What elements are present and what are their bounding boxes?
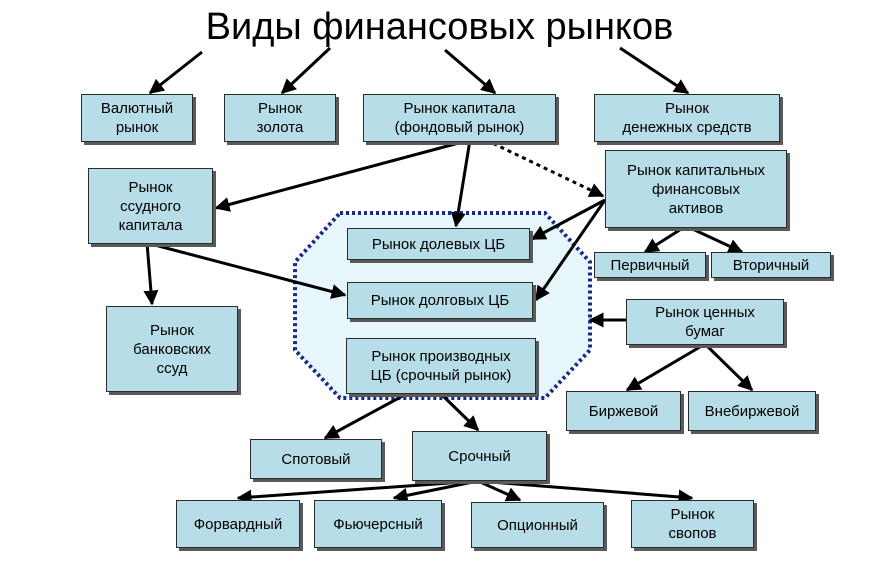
node-debt-securities: Рынок долговых ЦБ bbox=[347, 282, 533, 319]
arrow-assets-equity bbox=[530, 198, 606, 241]
node-bank-loans-market: Рынок банковских ссуд bbox=[106, 306, 238, 392]
arrow-title-money bbox=[619, 46, 690, 95]
arrow-derivatives-spot bbox=[323, 391, 409, 440]
arrow-assets-primary bbox=[643, 224, 687, 254]
arrow-fm-futures bbox=[392, 479, 479, 503]
arrow-derivatives-futures-market bbox=[438, 391, 480, 432]
node-derivatives-market: Рынок производных ЦБ (срочный рынок) bbox=[346, 338, 536, 394]
arrow-capital-loan bbox=[214, 138, 471, 212]
node-capital-market: Рынок капитала (фондовый рынок) bbox=[363, 94, 556, 142]
node-secondary-market: Вторичный bbox=[711, 252, 831, 278]
arrow-fm-forward bbox=[236, 479, 479, 505]
node-otc-market: Внебиржевой bbox=[688, 391, 816, 431]
arrow-title-capital bbox=[444, 48, 497, 95]
arrow-title-currency bbox=[148, 50, 203, 95]
arrow-loan-bank bbox=[143, 242, 159, 306]
arrow-securities-exchange bbox=[625, 342, 706, 392]
node-futures-market: Срочный bbox=[412, 431, 547, 481]
arrow-title-gold bbox=[280, 46, 332, 95]
arrow-loan-debt bbox=[146, 241, 347, 299]
node-equity-securities: Рынок долевых ЦБ bbox=[347, 228, 530, 260]
arrow-assets-secondary bbox=[685, 224, 744, 254]
node-capital-assets-market: Рынок капитальных финансовых активов bbox=[605, 150, 787, 228]
node-forward-market: Форвардный bbox=[176, 500, 300, 548]
arrow-fm-options bbox=[477, 479, 522, 502]
node-spot-market: Спотовый bbox=[250, 439, 382, 479]
arrow-capital-equity bbox=[450, 139, 472, 228]
node-primary-market: Первичный bbox=[594, 252, 706, 278]
arrow-capital-assets bbox=[485, 138, 605, 198]
diagram-title: Виды финансовых рынков bbox=[205, 6, 674, 48]
node-gold-market: Рынок золота bbox=[224, 94, 336, 142]
node-exchange-market: Биржевой bbox=[566, 391, 681, 431]
node-money-market: Рынок денежных средств bbox=[594, 94, 780, 142]
arrow-securities-otc bbox=[703, 342, 754, 392]
arrow-assets-debt bbox=[534, 199, 607, 302]
node-securities-market: Рынок ценных бумаг bbox=[626, 299, 784, 345]
node-currency-market: Валютный рынок bbox=[81, 94, 193, 142]
node-options-market: Опционный bbox=[471, 502, 604, 548]
node-futures-contracts-market: Фьючерсный bbox=[314, 500, 442, 548]
node-loan-capital-market: Рынок ссудного капитала bbox=[88, 168, 213, 244]
node-swaps-market: Рынок свопов bbox=[631, 500, 754, 548]
arrow-fm-swaps bbox=[477, 479, 694, 505]
